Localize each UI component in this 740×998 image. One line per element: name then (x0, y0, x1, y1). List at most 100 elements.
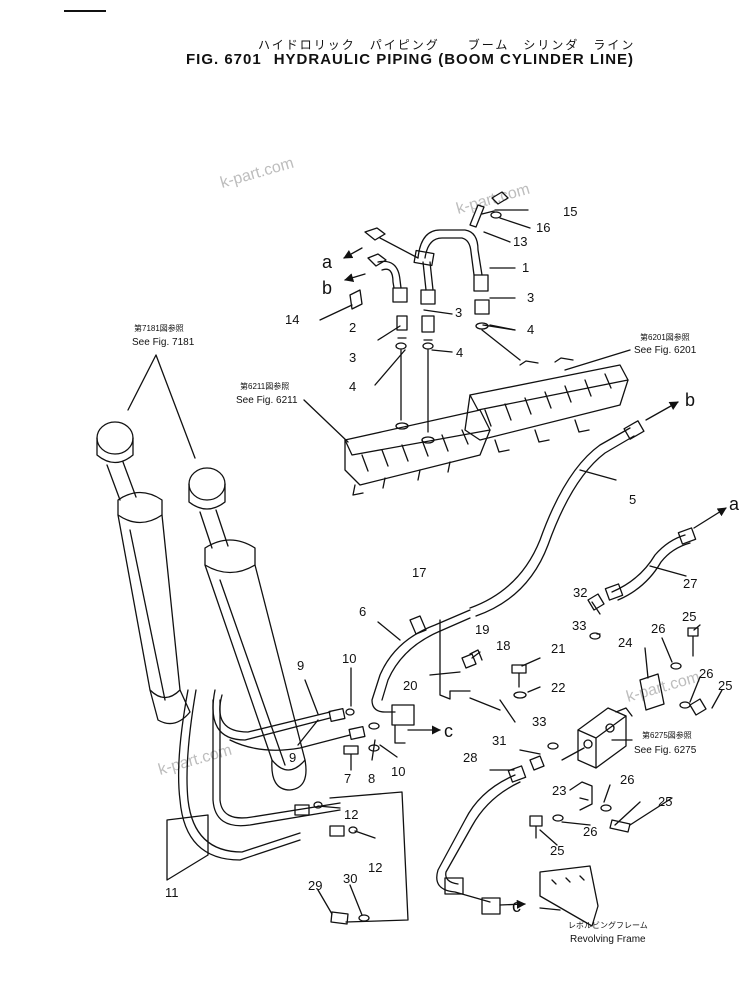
letter-a-right: a (729, 494, 740, 514)
bolt-29 (330, 911, 349, 925)
part-number-28: 28 (463, 750, 477, 765)
letter-b-right: b (685, 390, 695, 410)
ref-6201-jp: 第6201図参照 (640, 332, 690, 342)
part-number-25-lower: 25 (658, 794, 672, 809)
part-number-17: 17 (412, 565, 426, 580)
figure-title: FIG. 6701 HYDRAULIC PIPING (BOOM CYLINDER… (186, 51, 646, 68)
ref-7181-jp: 第7181図参照 (134, 323, 184, 333)
frame-label-en: Revolving Frame (570, 934, 646, 945)
boom-cylinder-right (188, 467, 307, 791)
oring-12-lower (348, 826, 358, 834)
washer-22 (513, 691, 527, 699)
part-number-25-left: 25 (550, 843, 564, 858)
bolt-15 (491, 191, 509, 205)
clamp-14 (349, 289, 363, 310)
part-number-25-right: 25 (718, 678, 732, 693)
watermark-1: k-part.com (218, 155, 295, 192)
bolt-25-upper (687, 627, 699, 657)
part-number-16: 16 (536, 220, 550, 235)
part-number-33-upper: 33 (572, 618, 586, 633)
part-number-3-left: 3 (349, 350, 356, 365)
part-number-1: 1 (522, 260, 529, 275)
part-number-30: 30 (343, 871, 357, 886)
part-number-26-right: 26 (699, 666, 713, 681)
bolt-25-lower (609, 819, 631, 833)
ref-6211-jp: 第6211図参照 (240, 381, 289, 391)
part-number-3-right: 3 (527, 290, 534, 305)
part-number-4-center: 4 (456, 345, 463, 360)
oring-33-bottom (547, 742, 559, 750)
part-number-20: 20 (403, 678, 417, 693)
oring-33-top (589, 632, 601, 640)
part-number-7: 7 (344, 771, 351, 786)
letter-a-top: a (322, 252, 333, 272)
fitting-32 (587, 593, 605, 611)
part-number-31: 31 (492, 733, 506, 748)
fitting-3-center (421, 315, 435, 341)
letter-c-mid: c (444, 721, 453, 741)
watermark-3: k-part.com (156, 742, 233, 779)
bolt-25-left (529, 815, 543, 839)
part-number-18: 18 (496, 638, 510, 653)
part-number-19: 19 (475, 622, 489, 637)
part-number-14: 14 (285, 312, 299, 327)
pipe-2 (364, 227, 408, 303)
washer-26-mid (600, 804, 612, 812)
letter-c-bottom: c (512, 896, 521, 916)
ref-7181-en: See Fig. 7181 (132, 337, 195, 348)
pipe-1 (379, 229, 489, 305)
part-number-8: 8 (368, 771, 375, 786)
part-number-26-mid: 26 (620, 772, 634, 787)
part-number-3-center: 3 (455, 305, 462, 320)
ref-6211-en: See Fig. 6211 (236, 395, 298, 406)
part-number-9-lower: 9 (289, 750, 296, 765)
revolving-frame (539, 865, 599, 927)
part-number-25-upper: 25 (682, 609, 696, 624)
control-valve-left (344, 409, 491, 496)
part-number-5: 5 (629, 492, 636, 507)
bracket-13 (469, 204, 495, 228)
part-number-10-lower: 10 (391, 764, 405, 779)
part-number-21: 21 (551, 641, 565, 656)
bolt-25-right (689, 698, 707, 716)
ref-6201-en: See Fig. 6201 (634, 345, 697, 356)
hose-11 (177, 689, 345, 861)
fitting-3-right (474, 299, 490, 315)
frame-label-jp: レボルビングフレーム (568, 920, 648, 930)
figure-caption: HYDRAULIC PIPING (BOOM CYLINDER LINE) (273, 51, 635, 68)
fitting-3-left (396, 315, 408, 339)
figure-number: FIG. 6701 (186, 51, 262, 68)
ref-6275-en: See Fig. 6275 (634, 745, 697, 756)
part-17 (409, 615, 427, 635)
header-rule (64, 10, 106, 12)
part-18 (469, 649, 483, 661)
washer-26-lower (552, 814, 564, 822)
part-number-32: 32 (573, 585, 587, 600)
part-number-24: 24 (618, 635, 632, 650)
part-number-26-upper: 26 (651, 621, 665, 636)
washer-26-right (679, 701, 691, 709)
hose-5 (469, 420, 645, 617)
boom-cylinder-left (96, 421, 191, 725)
fitting-31 (529, 755, 545, 771)
bracket-24 (639, 673, 665, 711)
part-number-33-lower: 33 (532, 714, 546, 729)
part-number-12-lower: 12 (368, 860, 382, 875)
bolt-21 (511, 664, 527, 688)
part-number-29: 29 (308, 878, 322, 893)
oring-10 (345, 708, 355, 716)
part-number-6: 6 (359, 604, 366, 619)
part-number-22: 22 (551, 680, 565, 695)
part-number-2: 2 (349, 320, 356, 335)
valve-6275 (577, 707, 633, 769)
part-number-10-upper: 10 (342, 651, 356, 666)
part-number-9-upper: 9 (297, 658, 304, 673)
bracket-20 (439, 619, 471, 700)
part-number-11: 11 (165, 885, 179, 900)
part-number-4-right: 4 (527, 322, 534, 337)
part-19 (461, 653, 477, 669)
washer-26-upper (670, 662, 682, 670)
part-number-12-upper: 12 (344, 807, 358, 822)
bolt-7 (343, 745, 359, 771)
